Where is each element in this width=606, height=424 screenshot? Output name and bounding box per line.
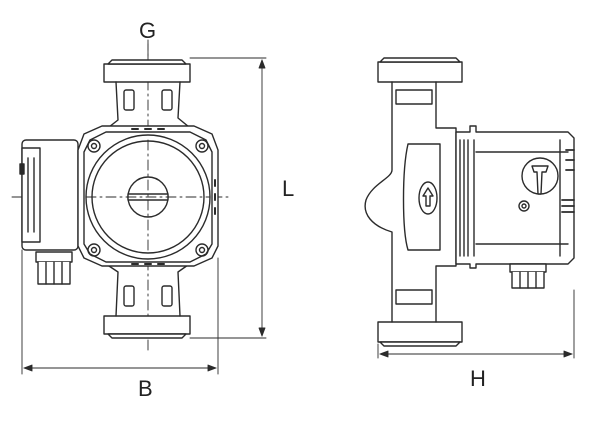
- dimension-b: [21, 249, 219, 375]
- front-housing-ticks: [131, 128, 216, 265]
- front-view: [11, 39, 233, 351]
- front-bottom-rib-right: [161, 285, 173, 307]
- front-top-flange: [103, 63, 191, 83]
- side-flow-arrow-icon: [422, 187, 434, 207]
- screw-bottom-right-inner: [198, 246, 206, 254]
- b-arrow-left: [23, 364, 33, 372]
- h-arrow-right: [563, 350, 573, 358]
- side-gland-top: [509, 263, 547, 273]
- screw-top-right-inner: [198, 142, 206, 150]
- dimension-label-g: G: [139, 18, 157, 43]
- l-arrow-bottom: [258, 327, 266, 337]
- front-top-rib-right: [161, 89, 173, 111]
- side-bottom-rib: [395, 289, 433, 305]
- front-bottom-flange: [103, 315, 191, 335]
- front-cable-gland-top: [35, 251, 73, 263]
- screw-bottom-left: [87, 243, 101, 257]
- front-terminal-tab: [19, 163, 25, 175]
- dimension-l: [189, 57, 267, 339]
- side-bottom-flange: [377, 321, 463, 343]
- b-arrow-right: [207, 364, 217, 372]
- side-top-flange: [377, 61, 463, 83]
- side-view: [364, 57, 575, 347]
- dimension-label-b: B: [138, 376, 153, 401]
- screw-top-left-inner: [90, 142, 98, 150]
- screw-bottom-left-inner: [90, 246, 98, 254]
- side-knob-pointer: [531, 165, 549, 195]
- l-arrow-top: [258, 59, 266, 69]
- side-motor-fins: [459, 139, 475, 257]
- dimension-label-l: L: [282, 176, 295, 201]
- side-indicator-light-icon: [518, 200, 530, 212]
- side-indicator-light-inner: [521, 203, 527, 209]
- dimension-label-h: H: [470, 366, 486, 391]
- screw-bottom-right: [195, 243, 209, 257]
- side-top-rib: [395, 89, 433, 105]
- screw-top-right: [195, 139, 209, 153]
- screw-top-left: [87, 139, 101, 153]
- dimension-h: [377, 289, 575, 359]
- front-screws: [87, 139, 209, 257]
- front-bottom-rib-left: [123, 285, 135, 307]
- h-arrow-left: [379, 350, 389, 358]
- front-terminal-cover: [21, 147, 41, 243]
- side-bottom-flange-rim: [379, 341, 461, 347]
- front-top-rib-left: [123, 89, 135, 111]
- front-top-flange-rim: [107, 59, 187, 65]
- side-right-ticks: [561, 149, 575, 213]
- front-bottom-flange-rim: [107, 333, 187, 339]
- side-top-flange-rim: [379, 57, 461, 63]
